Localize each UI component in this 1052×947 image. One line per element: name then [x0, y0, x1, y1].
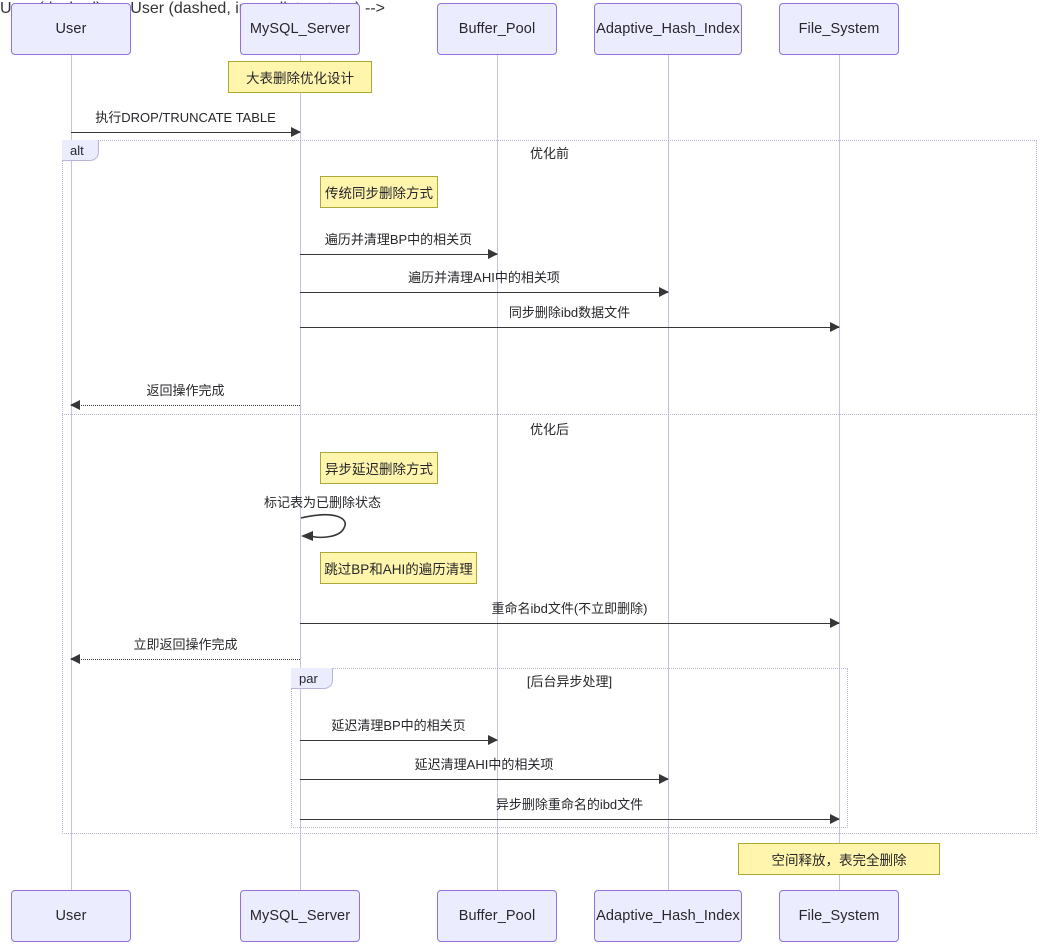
message-label: 立即返回操作完成 — [133, 637, 238, 652]
participant-mysql-server-top[interactable]: MySQL_Server — [240, 3, 360, 55]
lifeline-adaptive-hash-index — [668, 55, 669, 890]
message-line — [300, 779, 668, 780]
message-line — [71, 405, 300, 406]
arrow-head-icon — [70, 654, 80, 664]
note-traditional-sync-delete: 传统同步删除方式 — [320, 176, 438, 208]
participant-user-top[interactable]: User — [11, 3, 131, 55]
fragment-alt-tag-label: alt — [70, 142, 84, 158]
message-line — [71, 659, 300, 660]
participant-adaptive-hash-index-bottom[interactable]: Adaptive_Hash_Index — [594, 890, 742, 942]
participant-file-system-top[interactable]: File_System — [779, 3, 899, 55]
arrow-head-icon — [659, 287, 669, 297]
note-text: 异步延迟删除方式 — [325, 462, 433, 477]
fragment-alt — [62, 140, 1037, 834]
fragment-par-tag: par — [291, 668, 333, 689]
message-line — [300, 819, 839, 820]
message-label: 遍历并清理BP中的相关页 — [324, 232, 473, 247]
participant-buffer-pool-top[interactable]: Buffer_Pool — [437, 3, 557, 55]
arrow-head-icon — [488, 735, 498, 745]
participant-mysql-server-bottom[interactable]: MySQL_Server — [240, 890, 360, 942]
arrow-head-icon — [291, 127, 301, 137]
fragment-alt-section-1-title: 优化前 — [529, 146, 569, 161]
fragment-alt-divider — [62, 414, 1037, 415]
message-label: 异步删除重命名的ibd文件 — [495, 797, 644, 812]
note-design-title: 大表删除优化设计 — [228, 61, 372, 93]
fragment-par-tag-label: par — [299, 670, 318, 686]
message-line — [300, 327, 839, 328]
participant-file-system-bottom[interactable]: File_System — [779, 890, 899, 942]
participant-label: Buffer_Pool — [458, 21, 536, 37]
message-label: 同步删除ibd数据文件 — [508, 305, 631, 320]
fragment-alt-section-2-title: 优化后 — [529, 422, 569, 437]
message-line — [300, 254, 497, 255]
note-space-released: 空间释放，表完全删除 — [738, 843, 940, 875]
participant-adaptive-hash-index-top[interactable]: Adaptive_Hash_Index — [594, 3, 742, 55]
participant-user-bottom[interactable]: User — [11, 890, 131, 942]
participant-label: Adaptive_Hash_Index — [596, 908, 740, 924]
message-label: 延迟清理AHI中的相关项 — [414, 757, 554, 772]
participant-buffer-pool-bottom[interactable]: Buffer_Pool — [437, 890, 557, 942]
message-label: 返回操作完成 — [146, 383, 225, 398]
note-async-delayed-delete: 异步延迟删除方式 — [320, 452, 438, 484]
message-mark-table-deleted: 标记表为已删除状态 — [264, 495, 381, 551]
arrow-head-icon — [659, 774, 669, 784]
arrow-head-icon — [488, 249, 498, 259]
arrow-head-icon — [830, 618, 840, 628]
participant-label: File_System — [798, 908, 880, 924]
note-text: 跳过BP和AHI的遍历清理 — [324, 562, 473, 577]
fragment-par-section-1-title: [后台异步处理] — [526, 674, 613, 689]
participant-label: Adaptive_Hash_Index — [596, 21, 740, 37]
lifeline-user — [71, 55, 72, 890]
message-label: 执行DROP/TRUNCATE TABLE — [95, 110, 276, 125]
lifeline-buffer-pool — [497, 55, 498, 890]
lifeline-mysql-server — [300, 55, 301, 890]
participant-label: User — [55, 21, 87, 37]
note-text: 空间释放，表完全删除 — [771, 853, 907, 868]
fragment-alt-tag: alt — [62, 140, 99, 161]
message-label: 标记表为已删除状态 — [264, 495, 382, 510]
lifeline-file-system — [839, 55, 840, 890]
message-label: 延迟清理BP中的相关页 — [331, 718, 466, 733]
message-label: 遍历并清理AHI中的相关项 — [408, 270, 560, 285]
message-line — [300, 292, 668, 293]
participant-label: MySQL_Server — [249, 908, 351, 924]
self-loop-arrow-icon — [300, 513, 347, 541]
note-text: 传统同步删除方式 — [325, 186, 433, 201]
message-line — [300, 623, 839, 624]
message-line — [71, 132, 300, 133]
note-skip-bp-ahi-scan: 跳过BP和AHI的遍历清理 — [320, 552, 477, 584]
participant-label: File_System — [798, 21, 880, 37]
participant-label: Buffer_Pool — [458, 908, 536, 924]
participant-label: User — [55, 908, 87, 924]
arrow-head-icon — [830, 322, 840, 332]
message-line — [300, 740, 497, 741]
arrow-head-icon — [70, 400, 80, 410]
message-label: 重命名ibd文件(不立即删除) — [491, 601, 648, 616]
arrow-head-icon — [830, 814, 840, 824]
participant-label: MySQL_Server — [249, 21, 351, 37]
note-text: 大表删除优化设计 — [246, 71, 354, 86]
